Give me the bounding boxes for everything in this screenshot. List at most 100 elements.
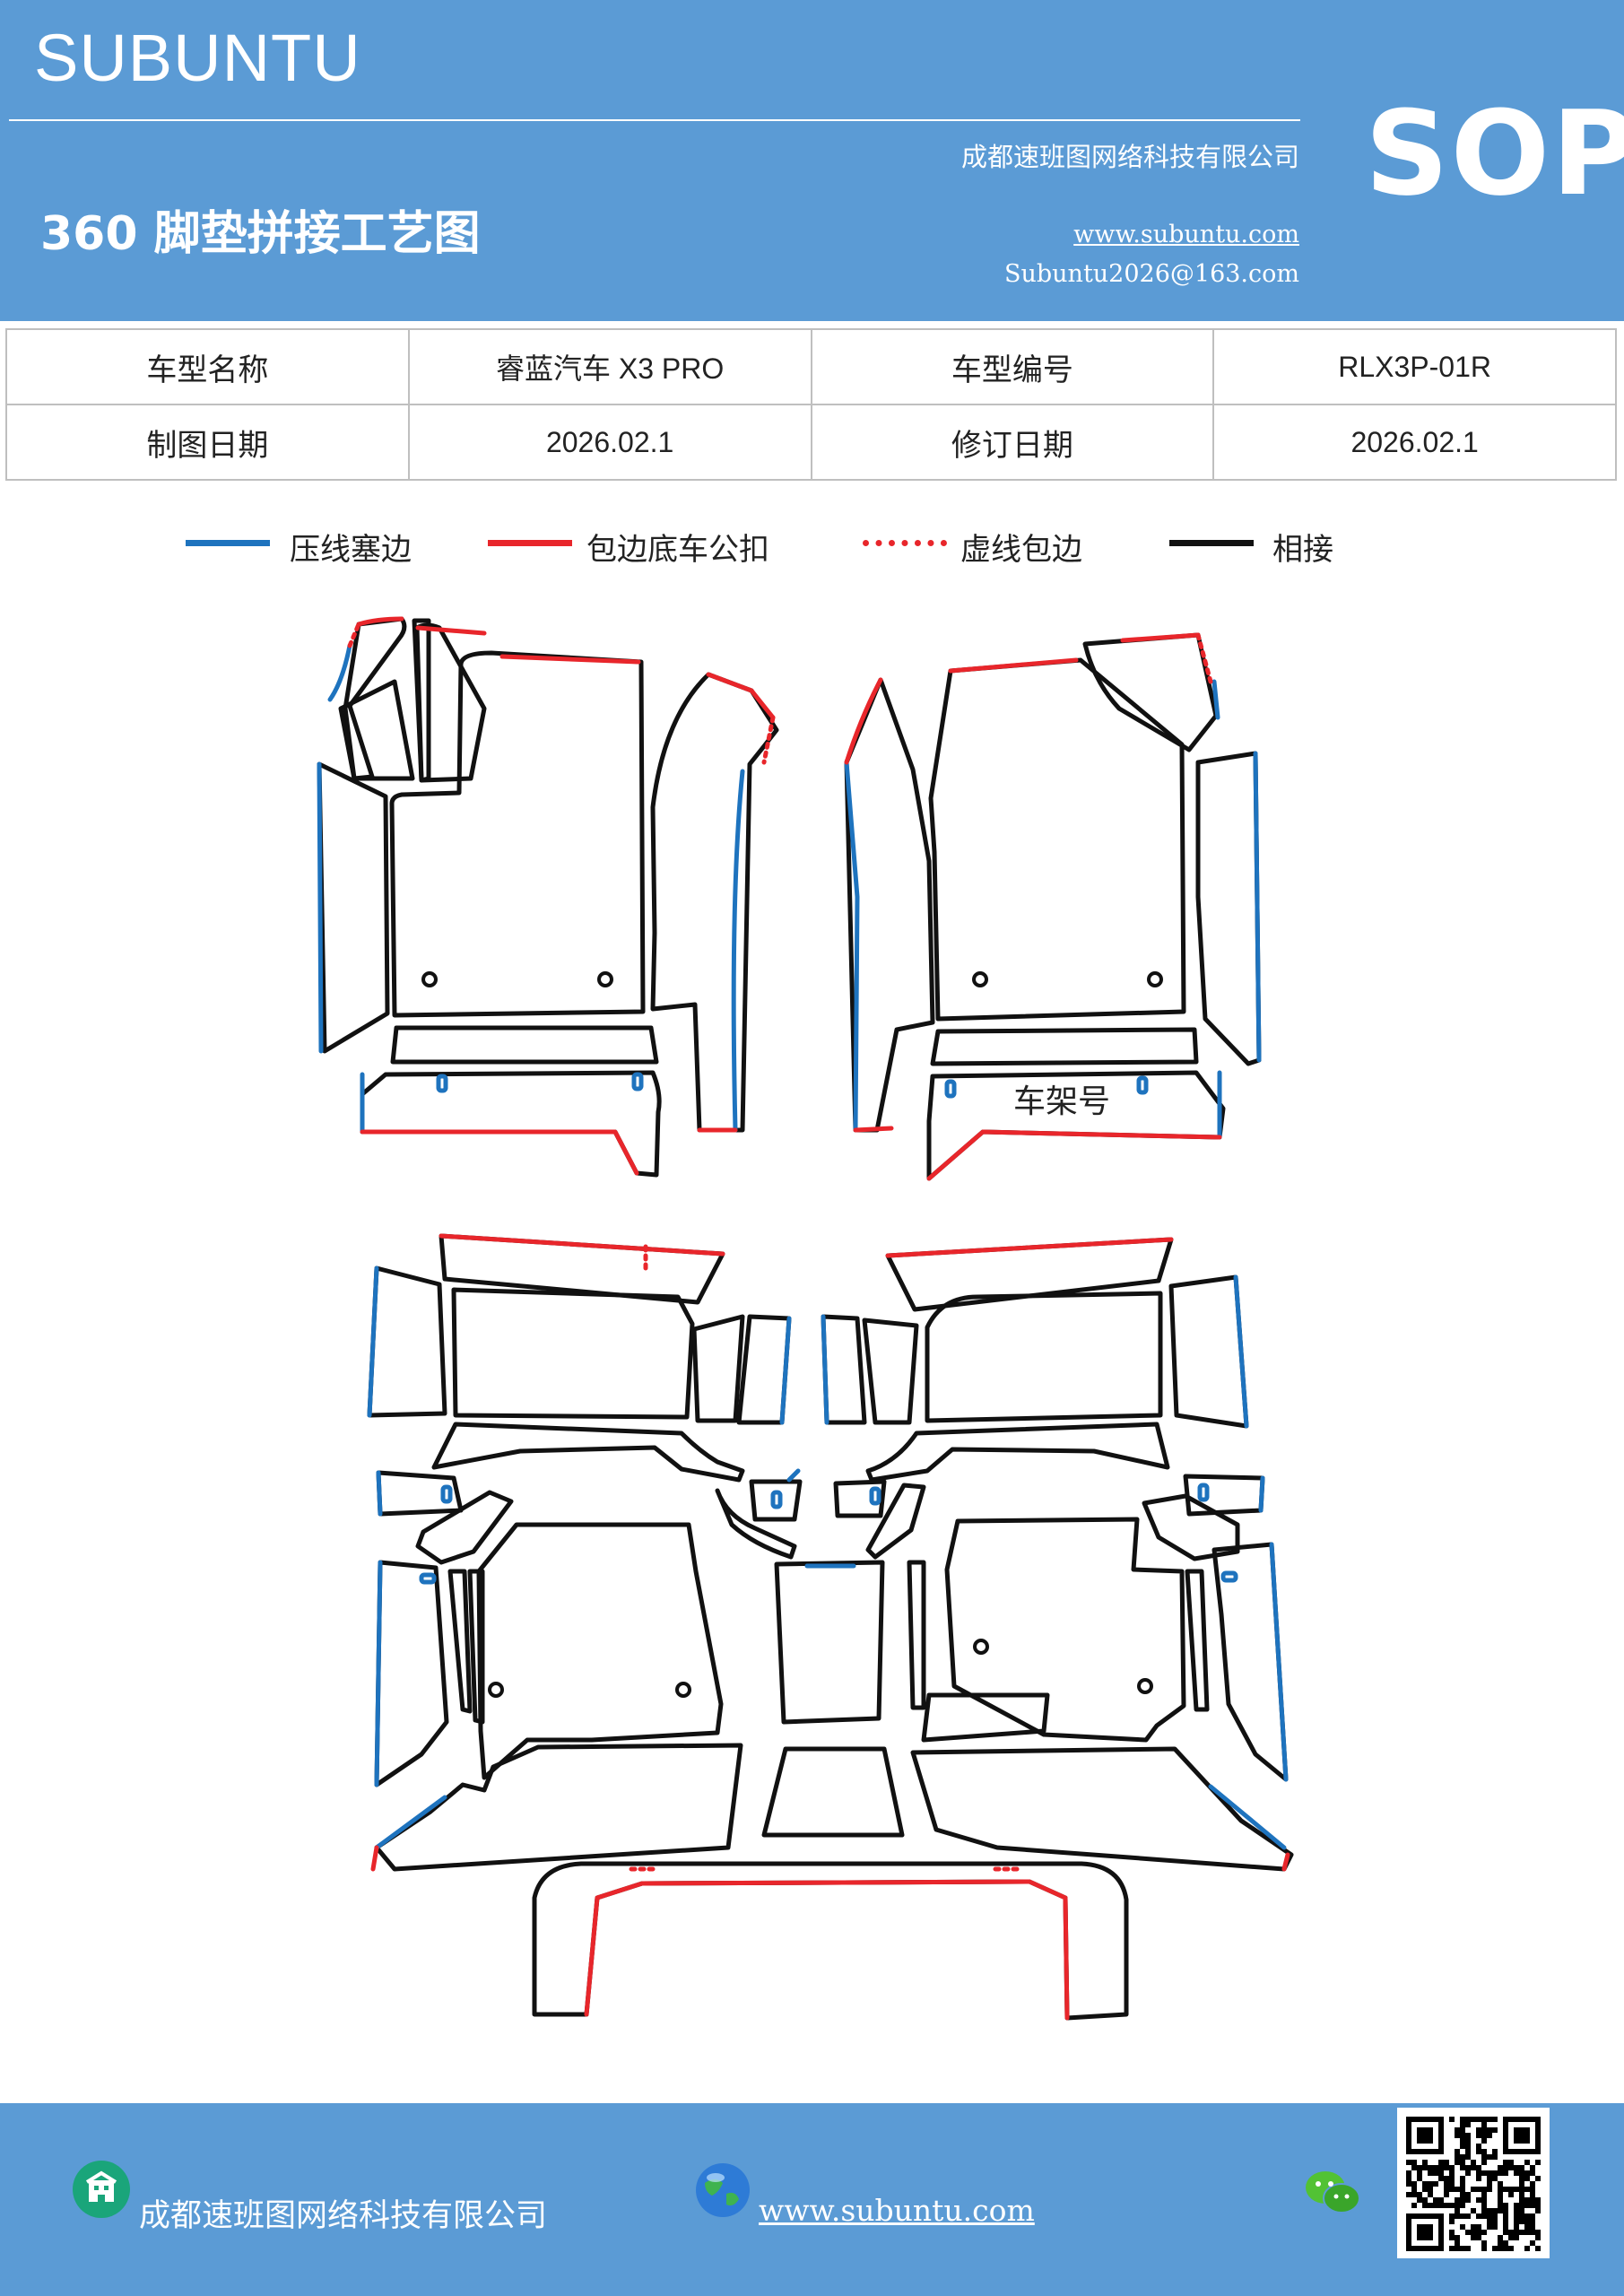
press-edge bbox=[376, 1470, 383, 1517]
rear-right-seat-notch bbox=[921, 1692, 1050, 1743]
table-cell-label: 制图日期 bbox=[5, 404, 410, 481]
table-cell-value: 2026.02.1 bbox=[1212, 404, 1617, 481]
brand-name: SUBUNTU bbox=[34, 21, 361, 95]
mount-hole bbox=[421, 971, 438, 987]
globe-icon bbox=[696, 2163, 750, 2217]
front-left-left-panel bbox=[317, 761, 390, 1054]
rear-center-lower bbox=[761, 1746, 905, 1838]
table-cell-value: 睿蓝汽车 X3 PRO bbox=[407, 328, 812, 405]
front-right-side-panel bbox=[1195, 751, 1262, 1066]
wrap-edge bbox=[584, 1895, 600, 2017]
rear-right-top-wedge bbox=[885, 1237, 1174, 1312]
front-right-crossbar bbox=[930, 1027, 1199, 1066]
table-row: 制图日期 2026.02.1 修订日期 2026.02.1 bbox=[5, 404, 1617, 481]
rear-right-hump-strip bbox=[865, 1483, 926, 1560]
dotted-wrap-lines bbox=[347, 622, 1213, 1872]
rear-right-strip-1 bbox=[1185, 1569, 1210, 1712]
wrap-edge bbox=[360, 1129, 639, 1176]
rear-left-main-pad bbox=[476, 1522, 724, 1780]
qr-code bbox=[1397, 2108, 1550, 2258]
press-edge bbox=[374, 1795, 447, 1850]
website-link[interactable]: www.subuntu.com bbox=[1073, 221, 1299, 248]
clip-slot bbox=[436, 1074, 448, 1093]
clip-slot bbox=[631, 1072, 644, 1091]
vin-label: 车架号 bbox=[1013, 1083, 1110, 1120]
front-right-top-corner bbox=[1082, 632, 1219, 752]
rear-left-top-side bbox=[367, 1265, 447, 1418]
rear-center-clip-left bbox=[749, 1479, 803, 1522]
wrap-edge bbox=[439, 1233, 725, 1257]
rear-right-band bbox=[865, 1422, 1170, 1483]
front-left-main-pad bbox=[389, 650, 646, 1018]
clip-slot bbox=[1197, 1483, 1210, 1502]
wrap-edge bbox=[415, 625, 487, 636]
wrap-edge bbox=[885, 1237, 1174, 1258]
rear-left-mid-strip bbox=[691, 1314, 745, 1423]
legend-label: 相接 bbox=[1272, 532, 1333, 568]
press-edge bbox=[327, 643, 352, 702]
press-edge bbox=[1233, 1274, 1249, 1429]
front-left-crossbar bbox=[390, 1025, 659, 1065]
mount-hole bbox=[488, 1682, 504, 1698]
clip-slot bbox=[419, 1572, 437, 1585]
page-footer: 成都速班图网络科技有限公司 www.subuntu.com bbox=[0, 2103, 1624, 2296]
rear-right-mid-strip-2 bbox=[821, 1314, 867, 1425]
press-edge bbox=[367, 1265, 379, 1418]
wrap-edge bbox=[1281, 1852, 1290, 1872]
wrap-edge bbox=[853, 1126, 894, 1133]
wrap-edge bbox=[356, 616, 404, 627]
press-edge-lines bbox=[317, 643, 1289, 1850]
footer-website-link[interactable]: www.subuntu.com bbox=[759, 2193, 1035, 2228]
building-icon bbox=[73, 2161, 130, 2218]
clip-slot bbox=[770, 1490, 783, 1509]
front-left-bottom-panel bbox=[360, 1070, 662, 1178]
rear-left-strip-1 bbox=[447, 1569, 473, 1714]
wrap-edge bbox=[844, 677, 883, 765]
rear-right-main-pad bbox=[944, 1517, 1186, 1743]
wrap-edge bbox=[706, 672, 776, 720]
press-edge bbox=[786, 1468, 801, 1483]
rear-left-strip-2 bbox=[467, 1569, 485, 1725]
wrap-edge bbox=[1120, 632, 1201, 643]
wechat-icon[interactable] bbox=[1302, 2166, 1363, 2218]
clip-slot bbox=[869, 1486, 881, 1506]
press-edge bbox=[1269, 1542, 1289, 1782]
rear-left-left-side bbox=[374, 1560, 449, 1787]
press-edge bbox=[1211, 679, 1220, 720]
press-edge bbox=[844, 760, 860, 1133]
press-edge bbox=[1258, 1475, 1265, 1513]
press-edge bbox=[317, 761, 324, 1054]
footer-company-name: 成都速班图网络科技有限公司 bbox=[139, 2198, 548, 2234]
table-cell-value: 2026.02.1 bbox=[407, 404, 812, 481]
mount-hole bbox=[597, 971, 613, 987]
page-header: SUBUNTU 成都速班图网络科技有限公司 www.subuntu.com Su… bbox=[0, 0, 1624, 321]
clip-slot bbox=[1220, 1570, 1238, 1583]
wrap-edge bbox=[370, 1845, 379, 1872]
clip-slot bbox=[944, 1079, 957, 1099]
legend-label: 压线塞边 bbox=[290, 532, 412, 568]
legend-swatch bbox=[1169, 540, 1254, 546]
dotted-edge bbox=[1195, 632, 1213, 684]
rear-right-mid-strip bbox=[862, 1318, 919, 1425]
mount-hole bbox=[973, 1639, 989, 1655]
mount-hole bbox=[1147, 971, 1163, 987]
rear-left-hump-strip bbox=[715, 1488, 797, 1560]
front-left-side-block bbox=[338, 679, 415, 781]
press-edge bbox=[821, 1314, 829, 1425]
mat-outlines bbox=[317, 616, 1294, 2021]
wrap-edge bbox=[499, 654, 641, 665]
rear-right-small-right bbox=[1183, 1474, 1265, 1517]
front-right-left-strip bbox=[844, 677, 935, 1133]
dotted-edge bbox=[347, 622, 361, 648]
rear-left-band bbox=[431, 1422, 745, 1483]
table-cell-label: 车型编号 bbox=[810, 328, 1215, 405]
rear-left-small-curve bbox=[415, 1490, 514, 1565]
front-right-main-pad bbox=[928, 657, 1186, 1022]
document-title: 360 脚垫拼接工艺图 bbox=[40, 207, 481, 261]
press-edge bbox=[374, 1560, 383, 1787]
sop-badge: SOP bbox=[1365, 85, 1624, 222]
legend-swatch bbox=[488, 540, 572, 546]
wrap-edge bbox=[948, 657, 1079, 674]
rear-right-top-pad bbox=[925, 1291, 1163, 1423]
